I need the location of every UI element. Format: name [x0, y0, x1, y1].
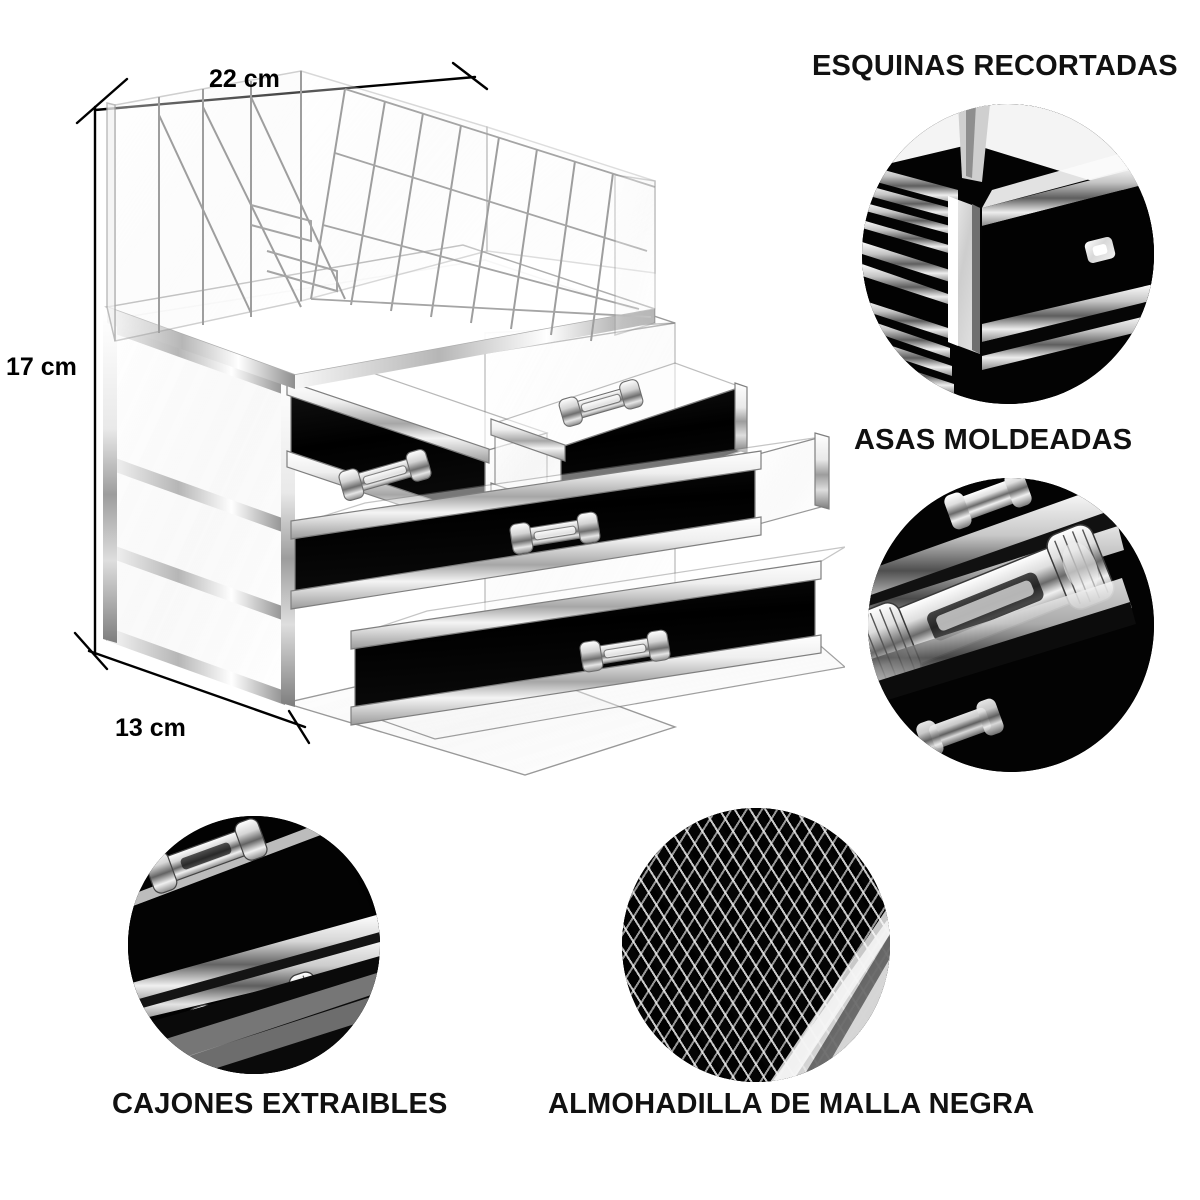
feature-title-molded-handles: ASAS MOLDEADAS — [854, 424, 1133, 456]
dimension-width-label: 22 cm — [209, 65, 280, 93]
feature-title-black-mesh-pad: ALMOHADILLA DE MALLA NEGRA — [548, 1088, 1035, 1120]
cut-corner-detail-photo — [862, 104, 1154, 404]
black-mesh-pad-detail-photo — [622, 808, 890, 1082]
dimension-depth-label: 13 cm — [115, 714, 186, 742]
handle-icon — [338, 449, 432, 501]
mesh-pad-acrylic-corner — [770, 904, 890, 1082]
feature-title-pull-out-drawers: CAJONES EXTRAIBLES — [112, 1088, 448, 1120]
dimension-height-label: 17 cm — [6, 353, 77, 381]
feature-title-cut-corners: ESQUINAS RECORTADAS — [812, 50, 1178, 82]
top-tray — [104, 69, 656, 389]
pull-out-drawer-detail-photo — [128, 816, 380, 1074]
cut-corner-photo-graphic — [862, 104, 1154, 404]
product-illustration — [55, 55, 845, 795]
handle-icon — [509, 511, 601, 555]
handle-icon — [558, 379, 644, 427]
case-rails — [103, 313, 295, 707]
product-line-drawing — [73, 61, 845, 776]
drawer-handle-group — [338, 379, 671, 673]
molded-handle-detail-photo — [868, 478, 1154, 772]
drawer-wide-lower — [350, 546, 845, 740]
molded-handle-photo-graphic — [868, 478, 1154, 772]
pull-out-drawer-photo-graphic — [128, 816, 380, 1074]
handle-icon — [579, 629, 671, 673]
